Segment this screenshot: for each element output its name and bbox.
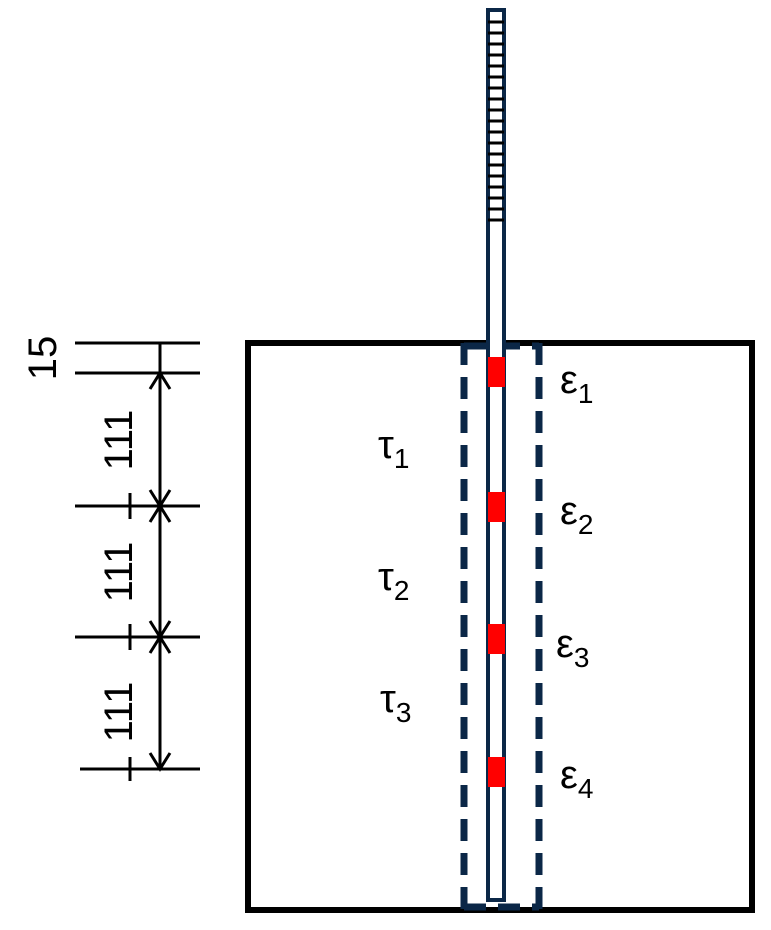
bar-thread-marks — [488, 20, 504, 222]
arrowhead-3-down — [148, 752, 172, 772]
shear-label-3: τ3 — [380, 677, 411, 728]
shear-index-2: 2 — [394, 575, 410, 606]
strain-label-3: ε3 — [556, 622, 589, 673]
strain-symbol-1: ε — [560, 358, 578, 402]
arrowhead-2-up — [148, 503, 172, 523]
strain-index-4: 4 — [578, 773, 594, 804]
strain-gauge-3 — [488, 624, 505, 654]
strain-label-2: ε2 — [560, 489, 593, 540]
strain-index-1: 1 — [578, 378, 594, 409]
shear-label-1: τ1 — [378, 423, 409, 474]
strain-label-4: ε4 — [560, 753, 593, 804]
arrowhead-3-up — [148, 634, 172, 654]
strain-gauge-2 — [488, 492, 505, 522]
dimension-label-spacing-3: 111 — [97, 682, 141, 743]
strain-symbol-4: ε — [560, 753, 578, 797]
arrowhead-1-up — [148, 370, 172, 390]
shear-symbol-1: τ — [378, 423, 394, 467]
shear-index-1: 1 — [394, 443, 410, 474]
shear-label-2: τ2 — [378, 555, 409, 606]
strain-gauge-1 — [488, 357, 505, 387]
strain-gauge-4 — [488, 757, 505, 787]
strain-label-1: ε1 — [560, 358, 593, 409]
strain-symbol-3: ε — [556, 622, 574, 666]
dimension-label-spacing-2: 111 — [97, 542, 141, 603]
strain-index-2: 2 — [578, 509, 594, 540]
shear-symbol-2: τ — [378, 555, 394, 599]
shear-symbol-3: τ — [380, 677, 396, 721]
strain-symbol-2: ε — [560, 489, 578, 533]
strain-index-3: 3 — [574, 642, 590, 673]
bar — [486, 8, 506, 902]
shear-index-3: 3 — [396, 697, 412, 728]
dimension-label-top-offset: 15 — [21, 336, 65, 381]
dimension-label-spacing-1: 111 — [97, 410, 141, 471]
dimension-lines — [75, 341, 200, 781]
